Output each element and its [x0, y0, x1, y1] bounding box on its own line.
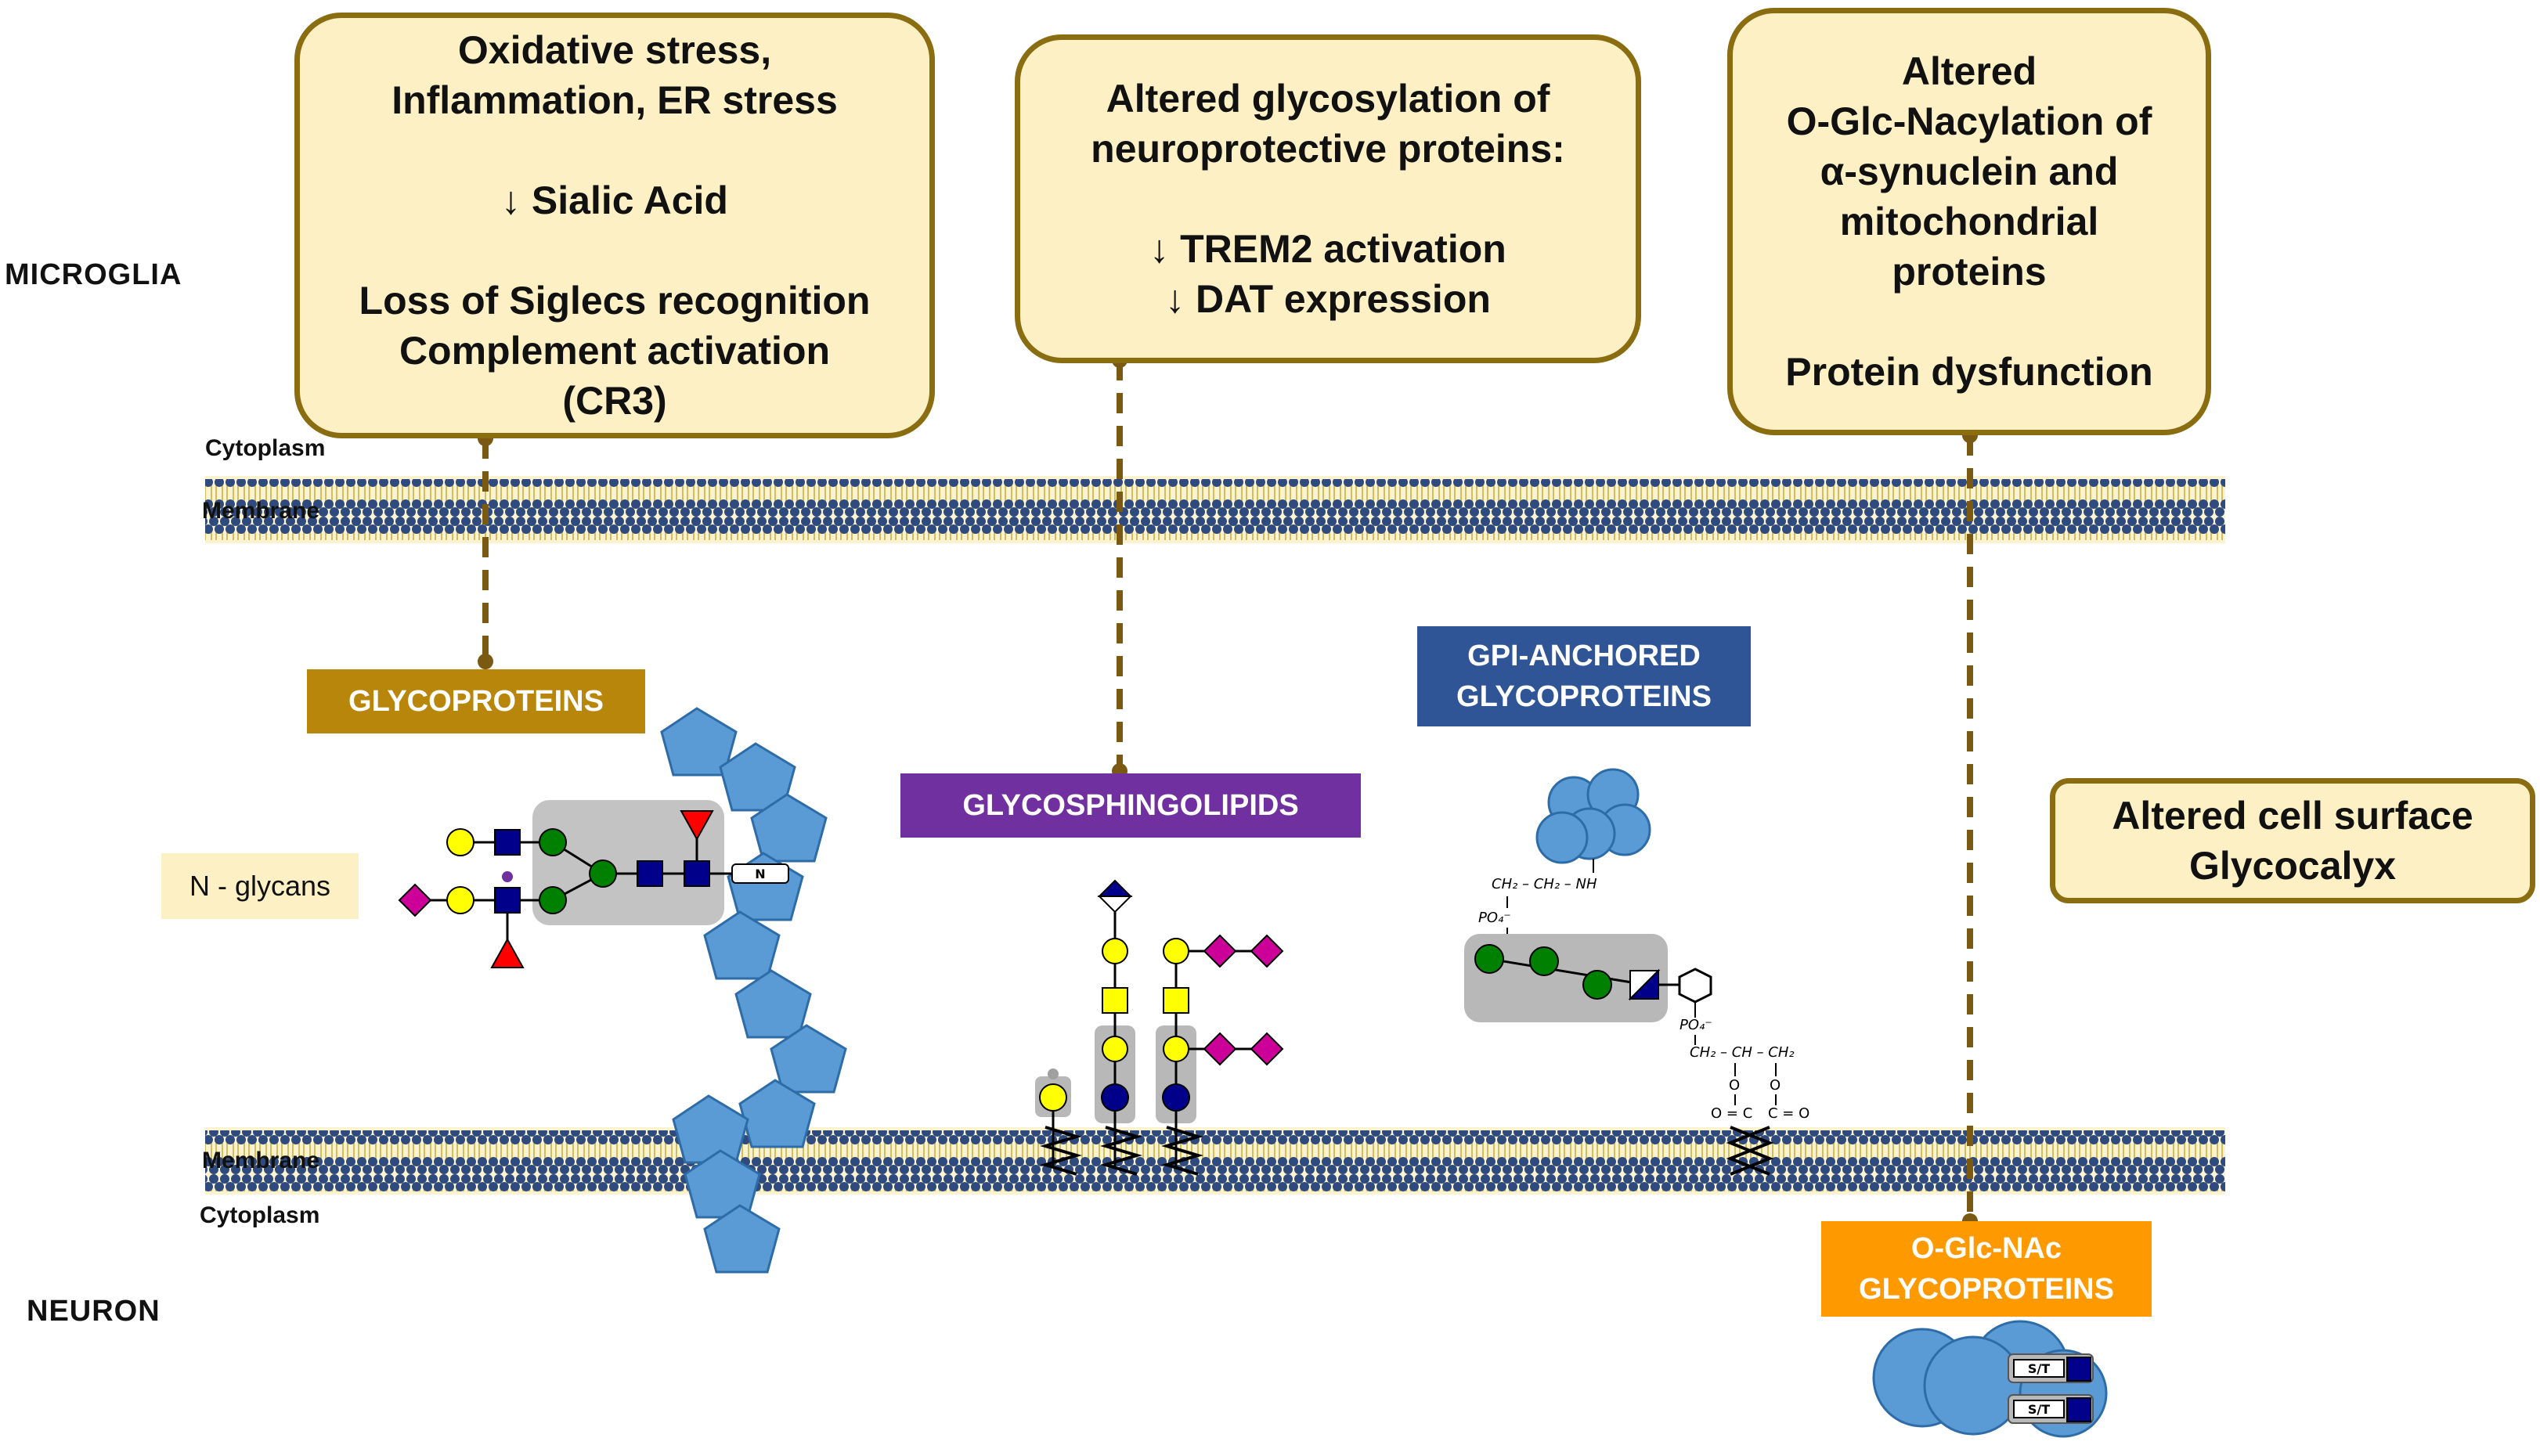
- neuron-label: NEURON: [27, 1295, 161, 1328]
- gpi-anchored-tag: GPI-ANCHORED GLYCOPROTEINS: [1417, 626, 1751, 726]
- o-glcnac-protein: S/T S/T: [1872, 1320, 2108, 1438]
- box2-line4: ↓ DAT expression: [1165, 277, 1491, 321]
- microglia-label: MICROGLIA: [5, 258, 182, 291]
- n-site-label: N: [755, 867, 765, 881]
- box4-line2: Glycocalyx: [2188, 844, 2397, 888]
- oxidative-stress-box: Oxidative stress, Inflammation, ER stres…: [294, 13, 935, 438]
- n-glycan-tree: N: [398, 800, 789, 968]
- connector-lines: [482, 360, 1973, 1221]
- glycosphingolipid-tree: [1035, 879, 1284, 1176]
- glycosphingolipids-tag-text: GLYCOSPHINGOLIPIDS: [962, 789, 1299, 822]
- glycosphingolipids-tag: GLYCOSPHINGOLIPIDS: [900, 773, 1361, 838]
- box1-line1: Oxidative stress,: [457, 28, 772, 72]
- cytoplasm-top-label: Cytoplasm: [205, 435, 326, 461]
- box2-line1: Altered glycosylation of: [1106, 77, 1550, 121]
- glycoproteins-tag-text: GLYCOPROTEINS: [348, 685, 604, 718]
- chem-po4-bottom: PO₄⁻: [1680, 1017, 1712, 1033]
- top-membrane: [205, 476, 2225, 543]
- box1-line2: Inflammation, ER stress: [391, 78, 838, 122]
- box3-line3: α-synuclein and: [1820, 150, 2119, 193]
- box3-line4: mitochondrial: [1839, 200, 2099, 243]
- box1-line3: ↓ Sialic Acid: [501, 178, 728, 222]
- n-glycans-text: N - glycans: [189, 870, 331, 902]
- st-label-2: S/T: [2028, 1402, 2050, 1417]
- membrane-bottom-label: Membrane: [202, 1148, 320, 1173]
- gpi-tag-line1: GPI-ANCHORED: [1467, 640, 1701, 672]
- st-label-1: S/T: [2028, 1361, 2050, 1376]
- box3-line1: Altered: [1901, 49, 2037, 93]
- oglc-tag-line1: O-Glc-NAc: [1910, 1232, 2062, 1265]
- box3-line5: proteins: [1892, 250, 2047, 294]
- box2-line3: ↓ TREM2 activation: [1149, 227, 1506, 271]
- chem-oc: O = C: [1711, 1105, 1752, 1122]
- box3-line6: Protein dysfunction: [1785, 350, 2153, 394]
- bottom-membrane: [205, 1127, 2225, 1195]
- gpi-tag-line2: GLYCOPROTEINS: [1456, 680, 1712, 713]
- chem-o2: O: [1770, 1077, 1781, 1094]
- chem-ch2-nh: CH₂ – CH₂ – NH: [1492, 876, 1597, 892]
- pentagon-protein-chain: [660, 707, 847, 1274]
- o-glcnacylation-box: Altered O-Glc-Nacylation of α-synuclein …: [1727, 8, 2211, 435]
- box1-line5: Complement activation: [399, 329, 831, 373]
- chem-po4-top: PO₄⁻: [1478, 910, 1511, 926]
- membrane-top-label: Membrane: [202, 498, 320, 524]
- n-glycans-label: N - glycans: [161, 853, 359, 919]
- gpi-anchor: CH₂ – CH₂ – NH PO₄⁻ PO₄⁻ CH₂ – CH – CH₂ …: [1464, 768, 1809, 1176]
- cytoplasm-bottom-label: Cytoplasm: [200, 1202, 320, 1228]
- connector-dot: [478, 654, 493, 669]
- box3-line2: O-Glc-Nacylation of: [1786, 99, 2152, 143]
- oglc-tag-line2: GLYCOPROTEINS: [1859, 1273, 2114, 1306]
- chem-o1: O: [1729, 1077, 1740, 1094]
- o-glcnac-tag: O-Glc-NAc GLYCOPROTEINS: [1821, 1221, 2152, 1317]
- altered-glycosylation-box: Altered glycosylation of neuroprotective…: [1015, 34, 1641, 363]
- box1-line6: (CR3): [562, 379, 667, 423]
- box2-line2: neuroprotective proteins:: [1091, 127, 1565, 171]
- glycocalyx-box: Altered cell surface Glycocalyx: [2050, 778, 2535, 903]
- box4-line1: Altered cell surface: [2112, 794, 2473, 838]
- glycoproteins-tag: GLYCOPROTEINS: [307, 669, 645, 733]
- chem-glycerol: CH₂ – CH – CH₂: [1690, 1044, 1795, 1061]
- chem-co: C = O: [1768, 1105, 1809, 1122]
- box1-line4: Loss of Siglecs recognition: [359, 279, 871, 323]
